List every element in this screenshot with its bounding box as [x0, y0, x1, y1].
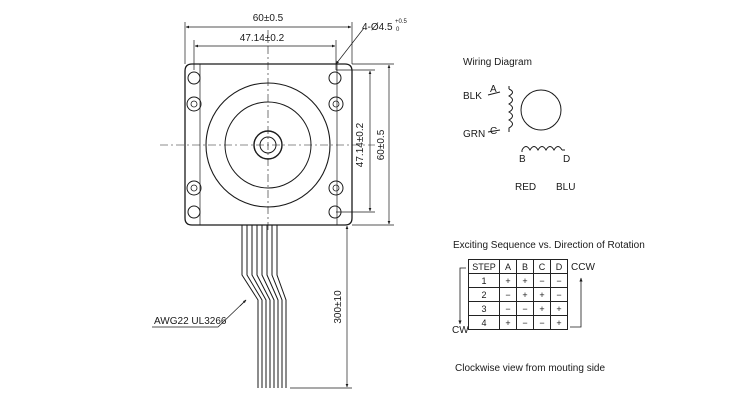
table-row: 3 − − + + [468, 301, 568, 316]
cell-c: − [533, 315, 551, 330]
cable-label: AWG22 UL3266 [154, 316, 227, 327]
table-row: 2 − + + − [468, 287, 568, 302]
mounting-hole-bottom-left [186, 180, 202, 196]
cell-d: + [550, 301, 568, 316]
header-d: D [550, 259, 568, 274]
wiring-diagram: Wiring Diagram BLK A GRN C B D RED BLU [463, 57, 575, 193]
dim-flange-width: 60±0.5 [253, 13, 284, 24]
mounting-hole-top-right [328, 96, 344, 112]
terminal-b-label: B [519, 154, 526, 165]
cell-c: + [533, 301, 551, 316]
cell-d: − [550, 273, 568, 288]
header-a: A [499, 259, 517, 274]
wire-red-label: RED [515, 182, 536, 193]
cell-c: − [533, 273, 551, 288]
terminal-c-label: C [490, 126, 497, 137]
dim-hole-callout: 4-Ø4.5 [362, 22, 393, 33]
corner-hole-top-right [328, 71, 342, 85]
flange-outline [184, 63, 353, 226]
cell-d: − [550, 287, 568, 302]
cell-d: + [550, 315, 568, 330]
step-number: 2 [468, 287, 500, 302]
coil-a-c [507, 88, 513, 132]
dim-side-flange-height: 60±0.5 [376, 129, 387, 160]
cell-b: − [516, 301, 534, 316]
dim-hole-tol-minus: 0 [396, 27, 400, 33]
cell-a: − [499, 287, 517, 302]
terminal-d-label: D [563, 154, 570, 165]
dim-hole-tol-plus: +0.5 [395, 19, 408, 25]
dim-hole-spacing: 47.14±0.2 [240, 33, 285, 44]
dim-side-hole-spacing: 47.14±0.2 [355, 122, 366, 167]
coil-b-d [521, 146, 563, 152]
table-header-row: STEP A B C D [468, 259, 568, 274]
cell-c: + [533, 287, 551, 302]
boss-outer-circle [205, 82, 331, 208]
mounting-hole-top-left [186, 96, 202, 112]
cell-a: + [499, 273, 517, 288]
header-step: STEP [468, 259, 500, 274]
wire-blu-label: BLU [556, 182, 575, 193]
shaft-outer [253, 130, 283, 160]
footer-note: Clockwise view from mouting side [455, 363, 605, 374]
cw-label: CW [452, 325, 469, 336]
step-number: 1 [468, 273, 500, 288]
dim-lead-length: 300±10 [333, 290, 344, 324]
header-b: B [516, 259, 534, 274]
shaft-inner [259, 136, 277, 154]
corner-hole-bottom-left [187, 205, 201, 219]
mounting-hole-bottom-right [328, 180, 344, 196]
wire-blk-label: BLK [463, 91, 482, 102]
sequence-title: Exciting Sequence vs. Direction of Rotat… [453, 240, 645, 251]
header-c: C [533, 259, 551, 274]
step-number: 3 [468, 301, 500, 316]
corner-hole-top-left [187, 71, 201, 85]
table-row: 4 + − − + [468, 315, 568, 330]
wiring-title: Wiring Diagram [463, 57, 532, 68]
dimension-lines [152, 22, 394, 389]
cell-a: − [499, 301, 517, 316]
boss-inner-circle [224, 101, 312, 189]
step-number: 4 [468, 315, 500, 330]
cell-b: − [516, 315, 534, 330]
motor-front-view [160, 30, 375, 388]
lead-wires [241, 225, 287, 388]
terminal-a-label: A [490, 84, 497, 95]
rotor-circle [520, 89, 562, 131]
sequence-table: STEP A B C D 1 + + − − 2 − + + − 3 − − +… [468, 259, 568, 330]
table-row: 1 + + − − [468, 273, 568, 288]
cell-b: + [516, 287, 534, 302]
cell-b: + [516, 273, 534, 288]
wire-grn-label: GRN [463, 129, 485, 140]
cell-a: + [499, 315, 517, 330]
direction-arrows [458, 267, 583, 328]
ccw-label: CCW [571, 262, 595, 273]
